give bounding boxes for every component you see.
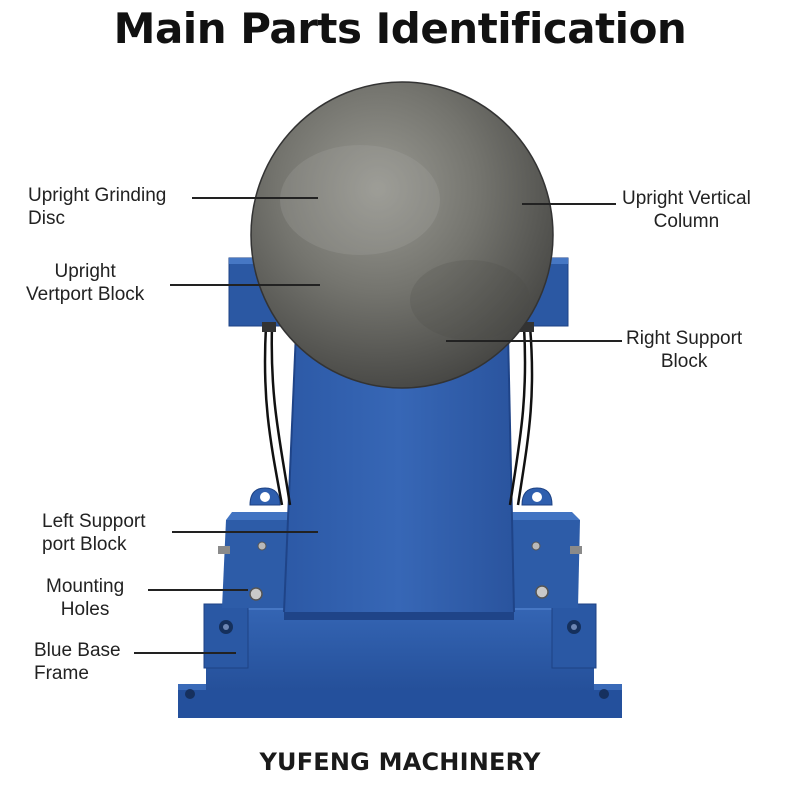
mounting-hole-left (249, 587, 263, 601)
label-upright-grinding-disc: Upright Grinding Disc (28, 185, 167, 229)
label-upright-vertport-block: Upright Vertport Block (26, 261, 145, 305)
label-right-support-block: Right Support Block (626, 328, 743, 372)
left-cable (263, 325, 284, 506)
label-mounting-holes: Mounting Holes (46, 576, 125, 620)
callout-line-left-support (172, 531, 318, 533)
callout-line-vertport-block (170, 284, 320, 286)
brand-footer: YUFENG MACHINERY (259, 748, 541, 776)
upright-grinding-disc (250, 81, 554, 389)
diagram-title: Main Parts Identification (113, 4, 687, 53)
label-upright-vertical-column: Upright Vertical Column (622, 188, 751, 232)
label-left-support-port-block: Left Support port Block (42, 511, 146, 555)
callout-line-base-frame (134, 652, 236, 654)
callout-line-mounting-holes (148, 589, 248, 591)
callout-line-grinding-disc (192, 197, 318, 199)
upright-vertical-column (284, 332, 514, 612)
mounting-hole-right (535, 585, 549, 599)
callout-line-vertical-column (522, 203, 616, 205)
label-blue-base-frame: Blue Base Frame (34, 640, 121, 684)
callout-line-right-support (446, 340, 622, 342)
right-cable (508, 325, 527, 506)
